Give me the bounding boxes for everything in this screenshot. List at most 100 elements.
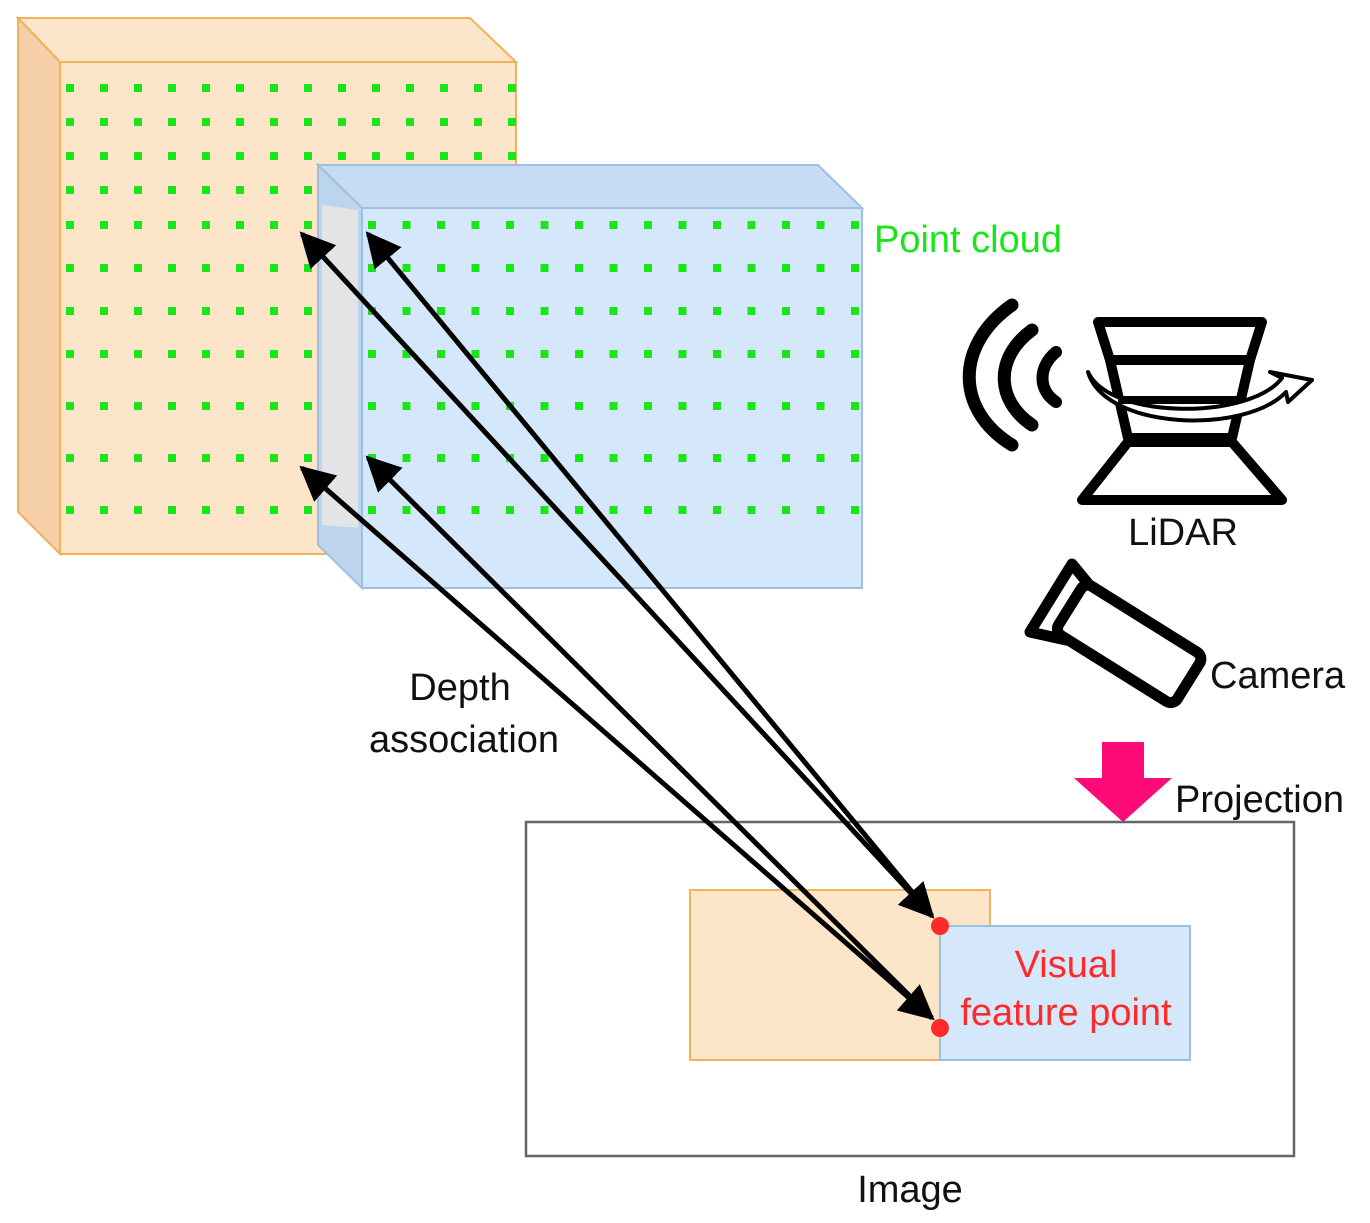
point-cloud-dot [440,84,448,92]
point-cloud-dot [304,454,312,462]
point-cloud-dot [66,402,74,410]
point-cloud-dot [506,506,514,514]
point-cloud-dot [816,506,825,514]
point-cloud-dot [437,506,445,514]
point-cloud-dot [609,307,618,315]
point-cloud-dot [66,264,74,272]
point-cloud-dot [540,506,549,514]
point-cloud-dot [134,402,142,410]
point-cloud-dot [678,454,687,462]
point-cloud-dot [437,264,445,272]
point-cloud-dot [304,506,312,514]
point-cloud-dot [575,506,583,514]
point-cloud-dot [747,506,756,514]
point-cloud-dot [304,350,312,358]
point-cloud-dot [236,152,244,160]
point-cloud-dot [747,221,756,229]
point-cloud-dot [338,118,346,126]
point-cloud-dot [66,186,74,194]
lidar-sensor-icon [962,298,1314,505]
point-cloud-dot [609,350,618,358]
point-cloud-dot [270,307,278,315]
point-cloud-dot [474,118,482,126]
depth-association-arrows [299,231,935,1021]
point-cloud-dot [338,84,346,92]
point-cloud-dot [609,264,618,272]
point-cloud-dot [66,84,74,92]
point-cloud-dot [372,152,380,160]
lidar-rotation-arrow [1086,370,1314,423]
point-cloud-dot [609,506,618,514]
point-cloud-dot [644,506,652,514]
point-cloud-dot [508,84,516,92]
orange-box-side [17,15,61,557]
point-cloud-dot [270,402,278,410]
feature-label-line1: Visual [1015,944,1118,986]
point-cloud-dot [782,506,790,514]
image-label: Image [857,1169,963,1211]
point-cloud-dot [402,264,411,272]
point-cloud-dot [100,506,108,514]
lidar-label: LiDAR [1128,512,1238,554]
point-cloud-dot [66,118,74,126]
blue-box-top [315,164,865,209]
point-cloud-dot [851,221,859,229]
arrow-lower-to-orange [299,465,935,1021]
point-cloud-dot [134,118,142,126]
point-cloud-dot [236,454,244,462]
point-cloud-dot [304,84,312,92]
point-cloud-dot [644,454,652,462]
point-cloud-dot [437,402,445,410]
point-cloud-label: Point cloud [874,219,1062,261]
point-cloud-dot [304,264,312,272]
point-cloud-dot [437,307,445,315]
point-cloud-dot [471,307,480,315]
arrow-lower-to-blue [365,455,934,1020]
down-arrow-icon [1074,742,1172,822]
point-cloud-dot [609,402,618,410]
point-cloud-dot [100,186,108,194]
depth-association-label-line1: Depth [409,667,510,709]
point-cloud-dot [100,350,108,358]
feature-label-line2: feature point [960,992,1172,1034]
point-cloud-dot [471,264,480,272]
point-cloud-dot [202,350,210,358]
depth-association-label-line2: association [369,719,559,761]
point-cloud-dot [236,221,244,229]
point-cloud-dot [713,506,721,514]
point-cloud-dot [406,84,414,92]
point-cloud-dot [644,264,652,272]
point-cloud-dot [66,350,74,358]
point-cloud-dot [506,264,514,272]
point-cloud-dot [202,186,210,194]
point-cloud-dot [134,350,142,358]
point-cloud-dot [202,307,210,315]
point-cloud-dot [368,221,376,229]
point-cloud-dot [440,152,448,160]
point-cloud-dot [678,221,687,229]
point-cloud-dot [304,221,312,229]
point-cloud-dot [134,152,142,160]
point-cloud-dot [851,506,859,514]
point-cloud-dot [304,118,312,126]
lidar-wave-middle [997,323,1039,432]
orange-box-top [15,17,519,63]
point-cloud-dot [508,118,516,126]
point-cloud-dot [816,264,825,272]
point-cloud-dot [168,118,176,126]
point-cloud-dot [134,454,142,462]
projection-label: Projection [1175,779,1344,821]
point-cloud-dot [270,454,278,462]
point-cloud-dot [368,264,376,272]
point-cloud-dot [678,350,687,358]
point-cloud-dot [100,152,108,160]
point-cloud-dot [851,350,859,358]
point-cloud-dot [609,454,618,462]
point-cloud-dot [644,307,652,315]
point-cloud-dot [540,402,549,410]
point-cloud-dot [575,350,583,358]
point-cloud-dot [540,264,549,272]
point-cloud-dot [236,350,244,358]
point-cloud-dot [168,84,176,92]
